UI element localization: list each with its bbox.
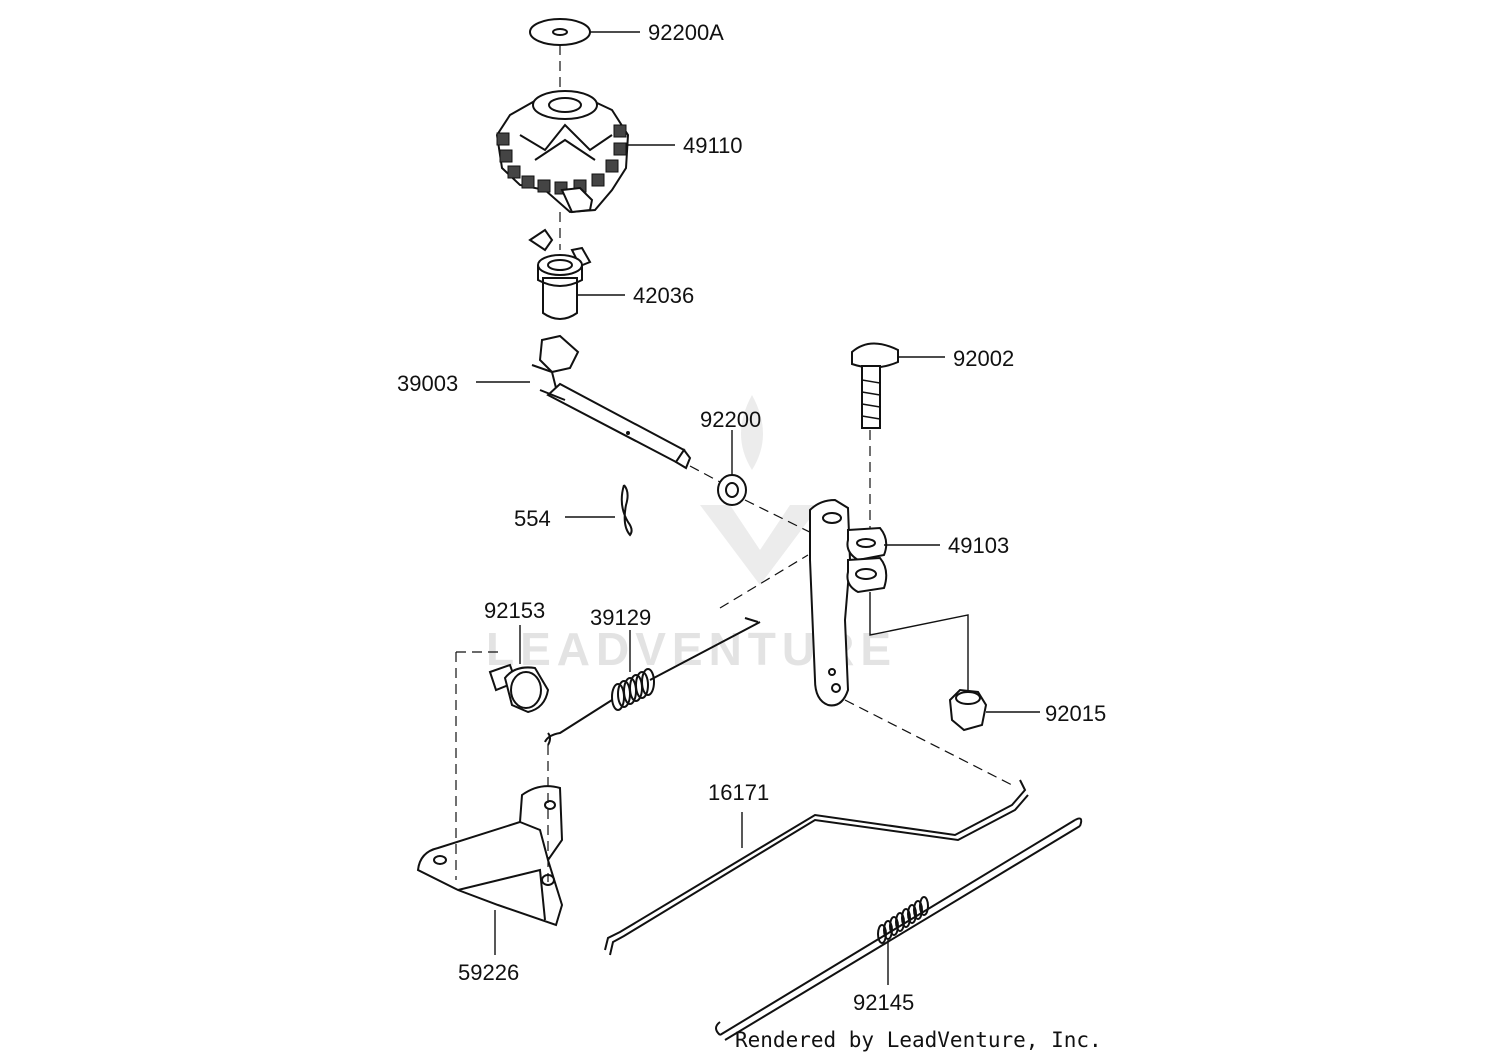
governor-gear-49110[interactable] [495, 90, 630, 214]
label-39129[interactable]: 39129 [590, 605, 651, 630]
washer-92200[interactable] [717, 474, 747, 506]
bolt-92002[interactable] [851, 342, 899, 429]
nut-92015[interactable] [948, 688, 988, 732]
cotter-pin-554[interactable] [620, 484, 633, 537]
label-92015[interactable]: 92015 [1045, 701, 1106, 726]
bolt-92153[interactable] [488, 663, 550, 714]
label-16171[interactable]: 16171 [708, 780, 769, 805]
rod-16171[interactable] [604, 779, 1029, 956]
label-92002[interactable]: 92002 [953, 346, 1014, 371]
label-554[interactable]: 554 [514, 506, 551, 531]
label-42036[interactable]: 42036 [633, 283, 694, 308]
washer-92200A[interactable] [529, 18, 591, 46]
bracket-59226[interactable] [416, 785, 564, 927]
spring-39129[interactable] [544, 617, 761, 746]
label-49110[interactable]: 49110 [683, 133, 743, 158]
label-59226[interactable]: 59226 [458, 960, 519, 985]
label-92200A[interactable]: 92200A [648, 20, 724, 45]
label-39003[interactable]: 39003 [397, 371, 458, 396]
shaft-39003[interactable] [531, 334, 692, 470]
sleeve-42036[interactable] [528, 228, 592, 320]
governor-lever-49103[interactable] [809, 498, 888, 707]
label-49103[interactable]: 49103 [948, 533, 1009, 558]
render-credit: Rendered by LeadVenture, Inc. [735, 1028, 1102, 1052]
label-92145[interactable]: 92145 [853, 990, 914, 1015]
spring-92145[interactable] [715, 817, 1083, 1041]
label-92200[interactable]: 92200 [700, 407, 761, 432]
label-92153[interactable]: 92153 [484, 598, 545, 623]
